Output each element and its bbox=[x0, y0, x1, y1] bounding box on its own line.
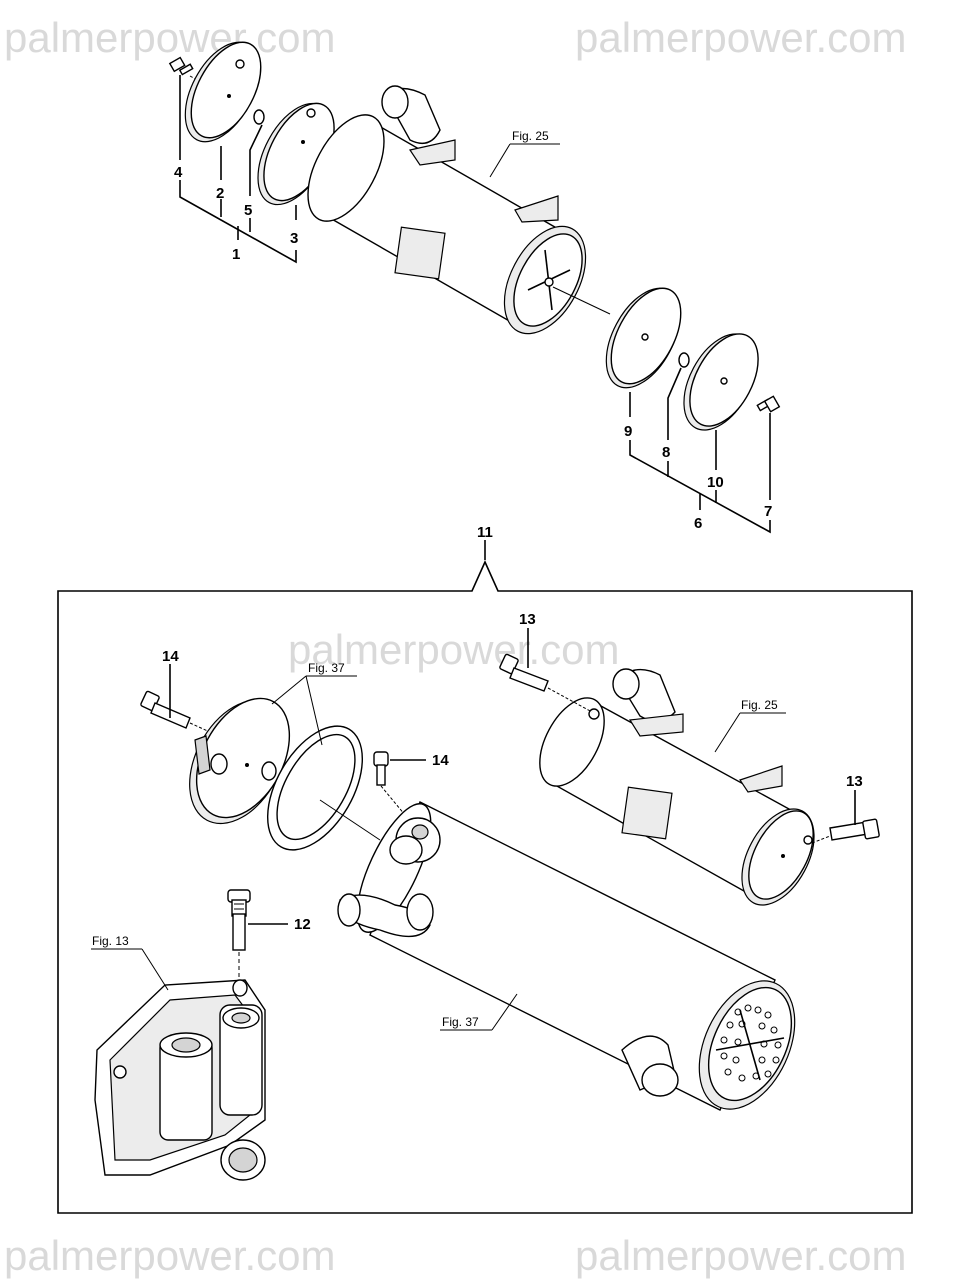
watermark-bottom-right: palmerpower.com bbox=[575, 1232, 906, 1279]
o-ring-part-5 bbox=[253, 109, 265, 125]
label-part-1: 1 bbox=[232, 246, 240, 263]
label-part-13-top: 13 bbox=[519, 611, 536, 628]
svg-text:Fig. 13: Fig. 13 bbox=[92, 934, 129, 948]
bolt-part-13-right bbox=[811, 790, 880, 844]
svg-text:Fig. 25: Fig. 25 bbox=[512, 129, 549, 143]
figref-fig25-inset: Fig. 25 bbox=[714, 698, 786, 753]
figref-fig37-cover: Fig. 37 bbox=[271, 661, 357, 746]
inset-assembly: 14 Fig. 37 14 bbox=[91, 611, 880, 1181]
watermark-center: palmerpower.com bbox=[288, 626, 619, 673]
callout-part-11: 11 bbox=[57, 524, 913, 1214]
bolt-part-13-top bbox=[499, 628, 593, 713]
label-part-6: 6 bbox=[694, 515, 702, 532]
air-cleaner-body bbox=[307, 85, 611, 335]
filter-body-fig25-inset bbox=[539, 668, 815, 906]
end-cover-fig37 bbox=[189, 697, 291, 825]
filter-head-fig13 bbox=[94, 979, 266, 1181]
label-part-14-left: 14 bbox=[162, 648, 179, 665]
figref-fig37-body: Fig. 37 bbox=[440, 993, 518, 1031]
bolt-part-14-center bbox=[373, 751, 426, 828]
label-part-2: 2 bbox=[216, 185, 224, 202]
leader-lines-group-6 bbox=[629, 367, 771, 534]
label-part-4: 4 bbox=[174, 164, 183, 181]
top-assembly: 4 2 5 3 1 9 8 10 7 6 Fig. 25 bbox=[168, 41, 781, 534]
label-part-3: 3 bbox=[290, 230, 298, 247]
label-part-9: 9 bbox=[624, 423, 632, 440]
gasket-part-9 bbox=[605, 287, 682, 389]
label-part-12: 12 bbox=[294, 916, 311, 933]
oil-cooler-body-fig37 bbox=[337, 801, 796, 1111]
figref-fig13: Fig. 13 bbox=[91, 934, 169, 991]
label-part-13-right: 13 bbox=[846, 773, 863, 790]
svg-text:Fig. 37: Fig. 37 bbox=[308, 661, 345, 675]
watermark-bottom-left: palmerpower.com bbox=[4, 1232, 335, 1279]
leader-lines-group-1 bbox=[179, 75, 297, 264]
label-part-11: 11 bbox=[477, 524, 493, 541]
label-part-5: 5 bbox=[244, 202, 252, 219]
figref-fig25-top: Fig. 25 bbox=[489, 129, 560, 178]
watermark-top-right: palmerpower.com bbox=[575, 14, 906, 61]
o-ring-part-8 bbox=[678, 352, 690, 368]
cover-plate-part-10 bbox=[683, 333, 759, 431]
svg-text:Fig. 25: Fig. 25 bbox=[741, 698, 778, 712]
label-part-8: 8 bbox=[662, 444, 670, 461]
bolt-part-12 bbox=[227, 889, 288, 1010]
bolt-part-7 bbox=[756, 395, 781, 413]
svg-text:Fig. 37: Fig. 37 bbox=[442, 1015, 479, 1029]
gasket-ring bbox=[266, 725, 381, 851]
label-part-14-center: 14 bbox=[432, 752, 449, 769]
watermark-top-left: palmerpower.com bbox=[4, 14, 335, 61]
cover-plate-part-2 bbox=[184, 41, 262, 143]
label-part-7: 7 bbox=[764, 503, 772, 520]
label-part-10: 10 bbox=[707, 474, 724, 491]
bolt-part-14-left bbox=[140, 664, 213, 734]
